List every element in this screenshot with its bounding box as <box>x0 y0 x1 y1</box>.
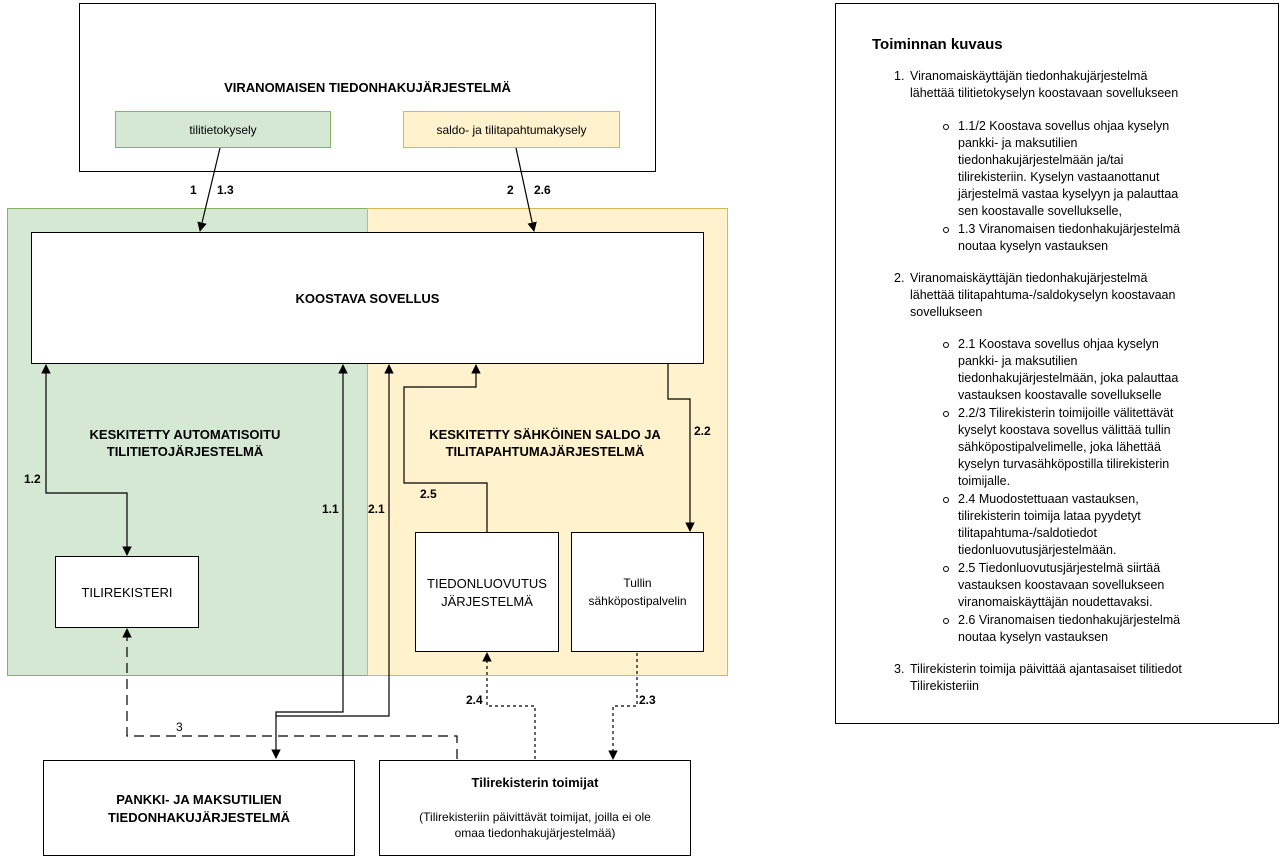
arrow-2-4 <box>482 652 536 759</box>
register-actors-note-line1: (Tilirekisteriin päivittävät toimijat, j… <box>419 809 651 824</box>
section-1-line1: Viranomaiskäyttäjän tiedonhakujärjestelm… <box>910 69 1148 83</box>
arrow-2 <box>515 147 537 232</box>
bullet-1-1-line4: tilirekisteriin. Kyselyn vastaanottanut <box>958 170 1160 184</box>
customs-mail-server-box <box>571 532 704 652</box>
arrow-2-5 <box>403 364 488 532</box>
bullet-2-4-line4: tiedonluovutusjärjestelmään. <box>958 543 1117 557</box>
register-actors-title: Tilirekisterin toimijat <box>471 775 599 790</box>
customs-mail-server-label-line1: Tullin <box>623 576 652 590</box>
green-zone-title-line1: KESKITETTY AUTOMATISOITU <box>89 426 281 442</box>
edge-label-2-2: 2.2 <box>694 424 711 438</box>
bullet-2-4-line2: tilirekisterin toimija lataa pyydetyt <box>958 509 1141 523</box>
bullet-1-1-line6: sen koostavalle sovellukselle, <box>958 204 1122 218</box>
arrow-2-2 <box>667 364 695 532</box>
section-2-line3: sovellukseen <box>910 305 983 319</box>
description-title: Toiminnan kuvaus <box>872 36 1003 53</box>
edge-label-1: 1 <box>190 183 197 197</box>
section-1-number: 1. <box>894 69 905 83</box>
arrow-1-2 <box>41 364 132 556</box>
edge-label-2-5: 2.5 <box>420 487 437 501</box>
bullet-2-6-line2: noutaa kyselyn vastauksen <box>958 630 1109 644</box>
authority-system-title: VIRANOMAISEN TIEDONHAKUJÄRJESTELMÄ <box>224 79 511 95</box>
bullet-2-6: 2.6 Viranomaisen tiedonhakujärjestelmä <box>942 612 1180 629</box>
section-3-number: 3. <box>894 662 905 676</box>
yellow-zone-title-line1: KESKITETTY SÄHKÖINEN SALDO JA <box>429 426 661 442</box>
account-query-node: tilitietokysely <box>115 111 331 148</box>
bullet-2-4: 2.4 Muodostettuaan vastauksen, <box>943 491 1139 508</box>
edge-label-3: 3 <box>176 720 183 734</box>
section-2-line2: lähettää tilitapahtuma-/saldokyselyn koo… <box>910 288 1176 302</box>
section-3-line1: Tilirekisterin toimija päivittää ajantas… <box>910 662 1182 676</box>
bullet-1-3-line2: noutaa kyselyn vastauksen <box>958 239 1109 253</box>
arrow-3 <box>122 628 458 759</box>
section-2-number: 2. <box>894 271 905 285</box>
balance-query-node: saldo- ja tilitapahtumakysely <box>403 111 620 148</box>
green-zone-title-line2: TILITIETOJÄRJESTELMÄ <box>106 443 264 459</box>
section-1-line2: lähettää tilitietokyselyn koostavaan sov… <box>910 86 1179 100</box>
bullet-2-2-line2: kyselyt koostava sovellus välittää tulli… <box>958 423 1171 437</box>
bullet-2-1-line2: pankki- ja maksutilien <box>958 354 1078 368</box>
edge-label-1-3: 1.3 <box>217 183 234 197</box>
bullet-2-2: 2.2/3 Tilirekisterin toimijoille välitet… <box>942 405 1173 422</box>
register-actors-note-line2: omaa tiedonhakujärjestelmää) <box>454 825 616 840</box>
bullet-1-1-line2: pankki- ja maksutilien <box>958 136 1078 150</box>
bullet-2-2-line5: toimijalle. <box>958 474 1011 488</box>
bank-query-system-box <box>43 760 355 856</box>
bullet-1-1-line5: järjestelmä vastaa kyselyyn ja palauttaa <box>958 187 1179 201</box>
bullet-2-5-line3: viranomaiskäyttäjän noudettavaksi. <box>958 595 1153 609</box>
disclosure-system-label-line2: JÄRJESTELMÄ <box>441 593 533 609</box>
account-register-box: TILIREKISTERI <box>55 556 199 628</box>
bullet-1-3: 1.3 Viranomaisen tiedonhakujärjestelmä <box>942 221 1180 238</box>
bullet-1-1-line3: tiedonhakujärjestelmään ja/tai <box>958 153 1124 167</box>
section-3-line2: Tilirekisteriin <box>910 679 979 693</box>
edge-label-2-3: 2.3 <box>639 693 656 707</box>
description-panel: Toiminnan kuvaus 1. Viranomaiskäyttäjän … <box>835 3 1279 724</box>
bullet-2-1: 2.1 Koostava sovellus ohjaa kyselyn <box>943 336 1159 353</box>
bullet-2-2-line4: kyselyn turvasähköpostilla tilirekisteri… <box>958 457 1170 471</box>
disclosure-system-box <box>415 532 559 652</box>
arrow-2-1 <box>276 364 394 717</box>
arrow-1-1 <box>271 364 348 759</box>
bullet-1-1: 1.1/2 Koostava sovellus ohjaa kyselyn <box>942 118 1169 135</box>
customs-mail-server-label-line2: sähköpostipalvelin <box>588 594 687 608</box>
yellow-zone-title-line2: TILITAPAHTUMAJÄRJESTELMÄ <box>445 443 645 459</box>
edge-label-2-4: 2.4 <box>466 693 483 707</box>
register-actors-box <box>379 760 691 856</box>
section-2-line1: Viranomaiskäyttäjän tiedonhakujärjestelm… <box>910 271 1148 285</box>
edge-label-2-6: 2.6 <box>534 183 551 197</box>
edge-label-2: 2 <box>507 183 514 197</box>
aggregator-app-box: KOOSTAVA SOVELLUS <box>31 232 704 364</box>
bullet-2-5: 2.5 Tiedonluovutusjärjestelmä siirtää <box>942 560 1160 577</box>
bank-query-system-label-line2: TIEDONHAKUJÄRJESTELMÄ <box>107 810 290 825</box>
edge-label-1-1: 1.1 <box>322 502 339 516</box>
bullet-2-4-line3: tilitapahtuma-/saldotiedot <box>958 526 1097 540</box>
bullet-2-2-line3: sähköpostipalvelimelle, joka lähettää <box>958 440 1161 454</box>
edge-label-1-2: 1.2 <box>24 472 41 486</box>
arrow-1 <box>197 147 221 232</box>
arrow-2-3 <box>608 653 638 760</box>
bullet-2-1-line4: vastauksen koostavalle sovellukselle <box>958 388 1162 402</box>
bank-query-system-label-line1: PANKKI- JA MAKSUTILIEN <box>116 792 282 807</box>
edge-label-2-1: 2.1 <box>368 502 385 516</box>
bullet-2-1-line3: tiedonhakujärjestelmään, joka palauttaa <box>958 371 1179 385</box>
bullet-2-5-line2: vastauksen koostavaan sovellukseen <box>958 578 1165 592</box>
disclosure-system-label-line1: TIEDONLUOVUTUS <box>427 575 547 591</box>
